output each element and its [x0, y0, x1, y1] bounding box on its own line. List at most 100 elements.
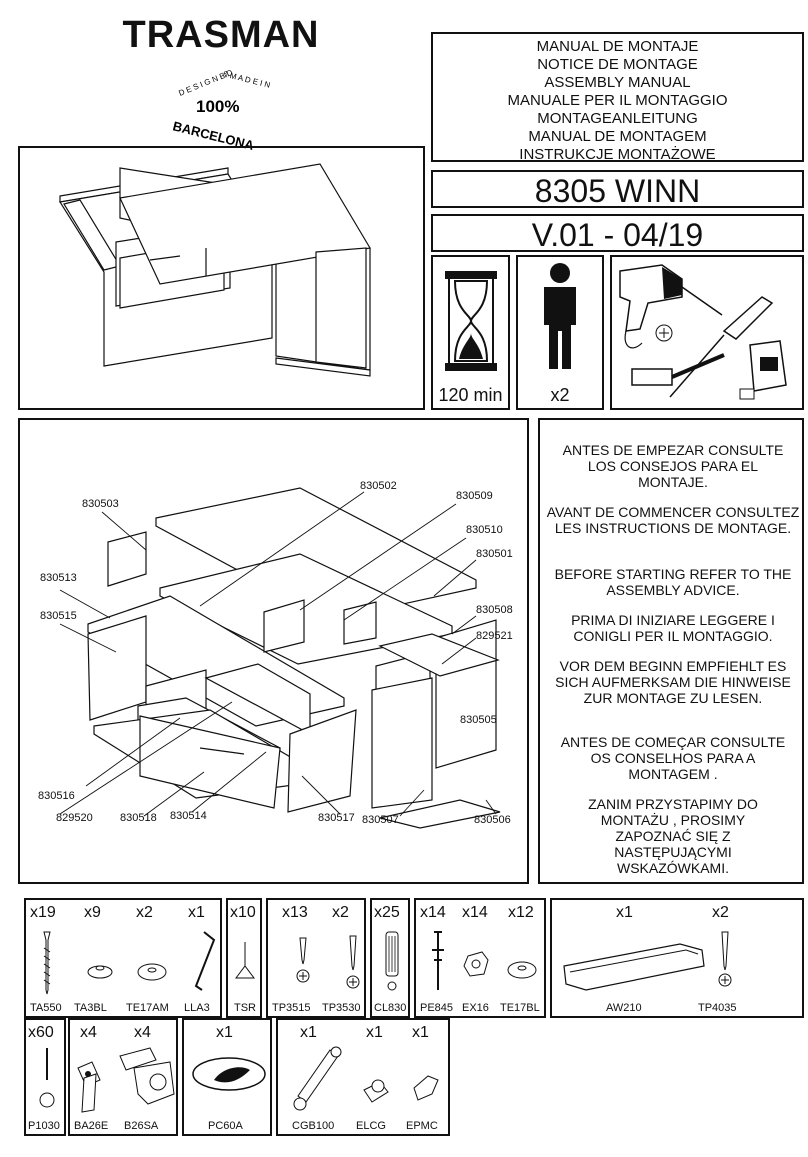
part-label: 829520 — [56, 812, 93, 824]
barcelona-seal-icon: D E S I G N E D & M A D E I N 100% BARCE… — [171, 60, 271, 153]
persons-count: x2 — [550, 385, 570, 405]
part-label: 830517 — [318, 812, 355, 824]
pin-icon — [36, 1048, 58, 1114]
hardware-qty: x9 — [84, 904, 101, 921]
hardware-qty: x1 — [366, 1024, 383, 1041]
hardware-code: LLA3 — [184, 1002, 210, 1014]
person-icon — [544, 263, 576, 369]
hardware-group: x4 x4 BA26E B26SA — [68, 1018, 178, 1136]
persons-box: x2 — [516, 255, 604, 410]
part-label: 830505 — [460, 714, 497, 726]
tools-icon — [612, 257, 802, 407]
part-label: 830516 — [38, 790, 75, 802]
hardware-qty: x2 — [136, 904, 153, 921]
hardware-qty: x1 — [300, 1024, 317, 1041]
hardware-qty: x1 — [616, 904, 633, 921]
hardware-code: TE17AM — [126, 1002, 169, 1014]
hardware-qty: x1 — [188, 904, 205, 921]
hardware-code: B26SA — [124, 1120, 159, 1132]
part-label: 829521 — [476, 630, 513, 642]
title-line: MANUAL DE MONTAJE — [536, 38, 699, 55]
hardware-qty: x60 — [28, 1024, 54, 1041]
advice-en: BEFORE STARTING REFER TO THE ASSEMBLY AD… — [554, 566, 792, 598]
part-label: 830518 — [120, 812, 157, 824]
part-label: 830508 — [476, 604, 513, 616]
part-label: 830513 — [40, 572, 77, 584]
advice-pt: ANTES DE COMEÇAR CONSULTE OS CONSELHOS P… — [560, 734, 786, 782]
gas-piston-icon — [284, 1046, 448, 1116]
product-version: V.01 - 04/19 — [431, 214, 804, 253]
cam-bolt-icon — [422, 930, 546, 994]
part-label: 830503 — [82, 498, 119, 510]
hardware-qty: x19 — [30, 904, 56, 921]
hardware-code: CL830 — [374, 1002, 407, 1014]
hardware-group: x19 x9 x2 x1 TA550 TA3BL TE17AM LLA3 — [24, 898, 222, 1018]
hardware-group: x1 x1 x1 CGB100 ELCG EPMC — [276, 1018, 450, 1136]
hardware-code: PE845 — [420, 1002, 454, 1014]
hardware-qty: x14 — [462, 904, 488, 921]
manual-titles: MANUAL DE MONTAJE NOTICE DE MONTAGE ASSE… — [431, 32, 804, 163]
hardware-code: TP4035 — [698, 1002, 737, 1014]
hinge-icon — [74, 1046, 178, 1116]
hardware-code: P1030 — [28, 1120, 60, 1132]
hardware-code: TSR — [234, 1002, 256, 1014]
part-label: 830502 — [360, 480, 397, 492]
advice-it: PRIMA DI INIZIARE LEGGERE I CONIGLI PER … — [571, 612, 775, 644]
hardware-code: AW210 — [606, 1002, 642, 1014]
hardware-qty: x10 — [230, 904, 256, 921]
hardware-code: TE17BL — [500, 1002, 540, 1014]
title-line: INSTRUKCJE MONTAŻOWE — [519, 146, 716, 163]
hardware-code: CGB100 — [292, 1120, 335, 1132]
tools-box — [610, 255, 804, 410]
part-label: 830510 — [466, 524, 503, 536]
nail-icon — [234, 942, 256, 982]
exploded-view-drawing — [20, 420, 527, 882]
part-label: 830509 — [456, 490, 493, 502]
seal-percent: 100% — [196, 97, 239, 116]
hardware-qty: x14 — [420, 904, 446, 921]
product-drawing-box — [18, 146, 425, 410]
hardware-group: x10 TSR — [226, 898, 262, 1018]
hardware-code: PC60A — [208, 1120, 243, 1132]
advice-pl: ZANIM PRZYSTAPIMY DO MONTAŻU , PROSIMY Z… — [588, 796, 758, 876]
part-label: 830514 — [170, 810, 207, 822]
title-line: ASSEMBLY MANUAL — [544, 74, 691, 91]
advice-es: ANTES DE EMPEZAR CONSULTE LOS CONSEJOS P… — [562, 442, 784, 490]
hardware-qty: x4 — [134, 1024, 151, 1041]
title-line: NOTICE DE MONTAGE — [537, 56, 698, 73]
product-name: 8305 WINN — [431, 170, 804, 209]
long-screw-icon — [36, 930, 216, 994]
part-label: 830507 — [362, 814, 399, 826]
tv-stand-drawing — [20, 148, 423, 408]
hardware-code: EPMC — [406, 1120, 438, 1132]
dowel-icon — [382, 932, 402, 994]
title-line: MONTAGEANLEITUNG — [537, 110, 698, 127]
hardware-qty: x25 — [374, 904, 400, 921]
hardware-code: TA3BL — [74, 1002, 107, 1014]
screw-icon — [278, 936, 364, 992]
advice-fr: AVANT DE COMMENCER CONSULTEZ LES INSTRUC… — [546, 504, 800, 536]
hardware-code: BA26E — [74, 1120, 109, 1132]
assembly-time-box: 120 min — [431, 255, 510, 410]
cable-grommet-icon — [188, 1052, 270, 1112]
part-label: 830506 — [474, 814, 511, 826]
title-line: MANUALE PER IL MONTAGGIO — [507, 92, 728, 109]
handle-icon — [560, 932, 800, 994]
hardware-qty: x4 — [80, 1024, 97, 1041]
hardware-group: x14 x14 x12 PE845 EX16 TE17BL — [414, 898, 546, 1018]
hardware-qty: x12 — [508, 904, 534, 921]
exploded-view-box: 830503 830502 830509 830510 830501 83051… — [18, 418, 529, 884]
hardware-code: TA550 — [30, 1002, 62, 1014]
title-line: MANUAL DE MONTAGEM — [528, 128, 707, 145]
hardware-qty: x1 — [216, 1024, 233, 1041]
brand-logo: TRASMAN — [122, 14, 320, 56]
hardware-qty: x1 — [412, 1024, 429, 1041]
advice-de: VOR DEM BEGINN EMPFIEHLT ES SICH AUFMERK… — [555, 658, 791, 706]
hardware-qty: x2 — [712, 904, 729, 921]
hardware-group: x60 P1030 — [24, 1018, 66, 1136]
hardware-qty: x2 — [332, 904, 349, 921]
hardware-code: TP3530 — [322, 1002, 361, 1014]
hardware-group: x25 CL830 — [370, 898, 410, 1018]
hardware-group: x13 x2 TP3515 TP3530 — [266, 898, 366, 1018]
hardware-code: TP3515 — [272, 1002, 311, 1014]
